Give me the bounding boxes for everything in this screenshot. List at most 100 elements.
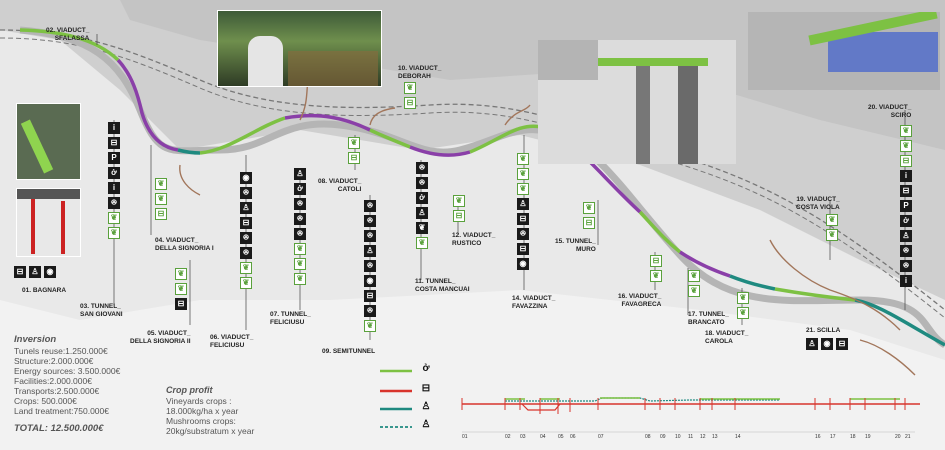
walk-icon: ♙ [364, 245, 376, 257]
leaf-icon: ❦ [108, 212, 120, 224]
people-icon: ꔮ [294, 213, 306, 225]
investment-summary: Inversion Tunels reuse:1.250.000€ Struct… [14, 335, 120, 434]
icons-scilla: ♙ ◉ ⊟ [806, 338, 848, 350]
leaf-icon: ❦ [348, 137, 360, 149]
investment-line: Crops: 500.000€ [14, 396, 77, 406]
bike-icon: ở [422, 363, 430, 374]
sea-area [0, 290, 945, 450]
people-icon: ꔮ [364, 215, 376, 227]
icons-rustico: ❦ ⊟ [453, 195, 465, 222]
leaf-icon: ❦ [517, 153, 529, 165]
car-icon: ⊟ [583, 217, 595, 229]
people-icon: ꔮ [517, 228, 529, 240]
timeline-tick-label: 03 [520, 434, 526, 440]
leaf-icon: ❦ [517, 183, 529, 195]
leaf-icon: ❦ [294, 258, 306, 270]
leaf-icon: ❦ [175, 283, 187, 295]
leaf-icon: ❦ [826, 229, 838, 241]
investment-total: TOTAL: 12.500.000€ [14, 423, 104, 434]
leaf-icon: ❦ [240, 277, 252, 289]
icons-brancato: ❦ ❦ [688, 270, 700, 297]
route-teal-1 [177, 148, 201, 155]
route-green-5 [638, 210, 682, 254]
icons-sciro: ❦ ❦ ⊟ i ⊟ P ở ♙ ꔮ ꔮ i [900, 125, 912, 287]
timeline-tick-label: 05 [558, 434, 564, 440]
camera-icon: ◉ [517, 258, 529, 270]
crop-profit: Crop profit Vineyards crops : 18.000kg/h… [166, 385, 254, 436]
mountain-icon: ♙ [806, 338, 818, 350]
people-icon: ꔮ [364, 305, 376, 317]
icons-della-signoria-1: ❦ ❦ ⊟ [155, 178, 167, 220]
crop-profit-line: 18.000kg/ha x year [166, 406, 239, 416]
investment-line: Transports:2.500.000€ [14, 386, 100, 396]
people-icon: ꔮ [294, 198, 306, 210]
leaf-icon: ❦ [416, 237, 428, 249]
car-icon: ⊟ [155, 208, 167, 220]
label-viaduct-favagreca: 16. VIADUCT_ FAVAGRECA [618, 293, 662, 308]
camera-icon: ◉ [240, 172, 252, 184]
icons-catoli: ❦ ⊟ [348, 137, 360, 164]
label-viaduct-deborah: 10. VIADUCT_ DEBORAH [398, 65, 442, 80]
leaf-icon: ❦ [688, 285, 700, 297]
car-icon: ⊟ [900, 155, 912, 167]
leaf-icon: ❦ [453, 195, 465, 207]
parking-icon: P [900, 200, 912, 212]
walk-icon: ♙ [900, 230, 912, 242]
leaf-icon: ❦ [737, 292, 749, 304]
tree-icon: ❦ [416, 222, 428, 234]
timeline-tick-label: 21 [905, 434, 911, 440]
vineyard-aerial-photo [16, 103, 81, 180]
route-purple-5 [679, 250, 731, 278]
sun-icon: ◉ [821, 338, 833, 350]
label-viaduct-catoli: 08. VIADUCT_ CATOLI [318, 178, 362, 193]
factory-icon: ⊟ [14, 266, 26, 278]
bike-icon: ở [416, 192, 428, 204]
leaf-icon: ❦ [155, 193, 167, 205]
car-icon: ⊟ [108, 137, 120, 149]
fuel-icon: ⊟ [421, 383, 431, 394]
leaf-icon: ❦ [517, 168, 529, 180]
wind-turbine-photo [16, 188, 81, 257]
mountain-icon: ♙ [29, 266, 41, 278]
info-icon: i [900, 275, 912, 287]
car-icon: ⊟ [364, 290, 376, 302]
walk-icon: ♙ [416, 207, 428, 219]
tunnel-train-photo [217, 10, 382, 87]
people-icon: ꔮ [240, 232, 252, 244]
timeline-tick-label: 07 [598, 434, 604, 440]
walk-icon: ♙ [240, 202, 252, 214]
people-icon: ꔮ [240, 187, 252, 199]
walk-icon: ♙ [517, 198, 529, 210]
hike-icon: ♙ [421, 419, 431, 430]
stairs-icon: ♙ [294, 168, 306, 180]
cart-icon: ⊟ [517, 243, 529, 255]
walk-icon: ♙ [421, 401, 431, 412]
route-purple-2 [284, 113, 371, 132]
leaf-icon: ❦ [688, 270, 700, 282]
label-tunnel-costa-mancuai: 11. TUNNEL_ COSTA MANCUAI [415, 278, 470, 293]
leaf-icon: ❦ [294, 273, 306, 285]
leaf-icon: ❦ [900, 125, 912, 137]
leaf-icon: ❦ [364, 320, 376, 332]
label-tunnel-muro: 15. TUNNEL_ MURO [555, 238, 596, 253]
investment-line: Energy sources: 3.500.000€ [14, 366, 121, 376]
icons-favagreca: ⊟ ❦ [650, 255, 662, 282]
icons-semitunnel: ꔮ ꔮ ꔮ ♙ ꔮ ◉ ⊟ ꔮ ❦ [364, 200, 376, 332]
people-icon: ꔮ [240, 247, 252, 259]
info-icon: i [900, 170, 912, 182]
leaf-icon: ❦ [240, 262, 252, 274]
timeline-tick-label: 14 [735, 434, 741, 440]
investment-line: Facilities:2.000.000€ [14, 376, 92, 386]
bike-icon: ở [900, 215, 912, 227]
route-green-4 [469, 124, 546, 154]
timeline-tick-label: 13 [712, 434, 718, 440]
leaf-icon: ❦ [583, 202, 595, 214]
route-purple-3 [409, 145, 471, 157]
timeline-tick-label: 04 [540, 434, 546, 440]
sun-icon: ◉ [44, 266, 56, 278]
timeline-tick-label: 18 [850, 434, 856, 440]
rail-line-2 [0, 37, 945, 319]
label-viaduct-sciro: 20. VIADUCT_ SCIRO [868, 104, 912, 119]
timeline [461, 397, 920, 433]
crop-profit-line: 20kg/substratum x year [166, 426, 255, 436]
